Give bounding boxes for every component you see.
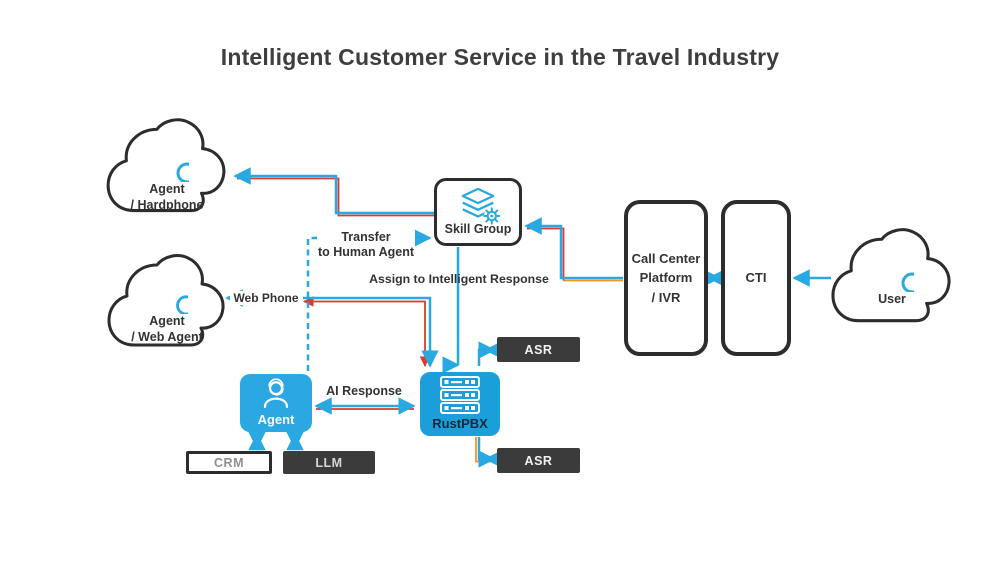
person-icon	[870, 248, 914, 292]
edge-label-web-phone: Web Phone	[230, 291, 302, 305]
edge-label-ai-response: AI Response	[326, 384, 402, 398]
edge-webphone-to-rustpbx	[303, 296, 439, 368]
edge-skillgroup-to-hardphone	[233, 167, 435, 215]
node-agent-hardphone: Agent / Hardphone	[100, 112, 234, 234]
node-cti: CTI	[721, 200, 791, 356]
edge-callcenter-to-skillgroup	[524, 217, 623, 280]
node-agent-web-agent: Agent / Web Agent	[100, 252, 234, 364]
node-label: Skill Group	[444, 222, 512, 237]
node-label: Call Center Platform / IVR	[631, 250, 701, 305]
layers-gear-icon	[461, 187, 501, 225]
node-label: Agent	[257, 411, 295, 427]
headset-agent-icon	[263, 378, 289, 409]
node-rustpbx: RustPBX	[420, 372, 500, 436]
node-label: Agent / Web Agent	[131, 314, 203, 344]
edge-skillgroup-hardphone-red	[237, 177, 435, 217]
diagram-title: Intelligent Customer Service in the Trav…	[220, 44, 780, 70]
node-label: RustPBX	[432, 415, 488, 431]
node-label: User	[878, 292, 906, 306]
node-asr-bottom: ASR	[497, 448, 580, 473]
edge-rustpbx-agent-red	[302, 296, 431, 368]
node-user: User	[824, 226, 960, 340]
person-icon	[145, 138, 189, 182]
node-llm: LLM	[283, 451, 375, 474]
node-asr-top: ASR	[497, 337, 580, 362]
edge-rustpbx-asr-bottom	[477, 437, 496, 468]
edge-label-transfer-to-human-agent: Transfer to Human Agent	[317, 230, 415, 260]
node-agent: Agent	[240, 374, 312, 432]
person-icon	[146, 272, 188, 314]
node-crm: CRM	[186, 451, 272, 474]
node-label: Agent / Hardphone	[130, 182, 204, 212]
server-rack-icon	[440, 376, 480, 414]
node-call-center-platform: Call Center Platform / IVR	[624, 200, 708, 356]
node-skill-group: Skill Group	[434, 178, 522, 246]
edge-rustpbx-asr-top	[477, 341, 496, 366]
edge-label-assign-to-intelligent-response: Assign to Intelligent Response	[369, 272, 549, 286]
node-label: CTI	[745, 270, 767, 286]
